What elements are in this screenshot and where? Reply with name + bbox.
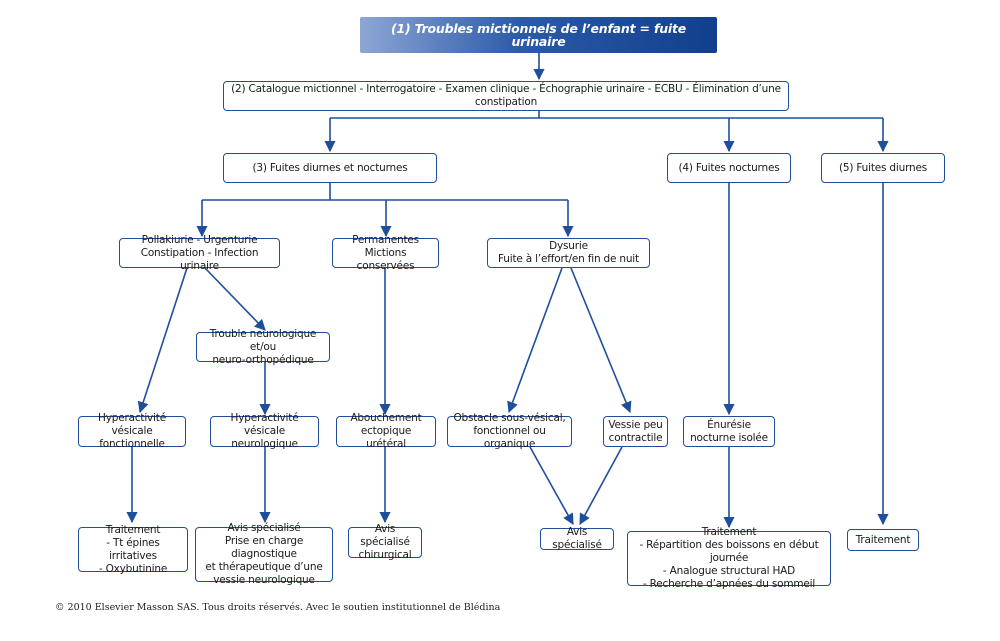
node-1-title: (1) Troubles mictionnels de l’enfant = f… [360,17,717,53]
edge-pollak-trouble [204,267,266,331]
node-vessie-peu-contractile: Vessie peu contractile [603,416,668,447]
edge-obstacle-avisspe [529,446,574,525]
node-hyperactivite-fonctionnelle: Hyperactivité vésicale fonctionnelle [78,412,186,450]
node-avis-chirurgical: Avis spécialisé chirurgical [348,523,422,561]
node-hyperactivite-neurologique: Hyperactivité vésicale neurologique [210,412,319,450]
node-enuresie: Énurésie nocturne isolée [683,416,775,447]
edge-vessie-avisspe [579,446,623,525]
node-permanentes: Permanentes Mictions conservées [332,234,439,272]
node-traitement-diurnes: Traitement [847,529,919,551]
edge-pollak-hyperfonct [137,267,188,414]
node-3-fuites-diurnes-nocturnes: (3) Fuites diurnes et nocturnes [223,153,437,183]
node-trouble-neurologique: Trouble neurologique et/ou neuro-orthopé… [196,328,330,366]
node-avis-neurologique: Avis spécialisé Prise en charge diagnost… [195,522,333,586]
edge-dysurie-vessie [570,267,632,414]
node-avis-specialise: Avis spécialisé [540,526,614,551]
node-4-fuites-nocturnes: (4) Fuites nocturnes [667,153,791,183]
edge-dysurie-obstacle [507,267,563,414]
node-pollakiurie: Pollakiurie - Urgenturie Constipation - … [119,234,280,272]
node-5-fuites-diurnes: (5) Fuites diurnes [821,153,945,183]
copyright-footer: © 2010 Elsevier Masson SAS. Tous droits … [55,602,501,613]
node-2-catalogue: (2) Catalogue mictionnel - Interrogatoir… [223,81,789,111]
node-abouchement: Abouchement ectopique urétéral [336,412,436,450]
node-obstacle: Obstacle sous-vésical, fonctionnel ou or… [447,412,572,450]
node-dysurie: Dysurie Fuite à l’effort/en fin de nuit [487,238,650,268]
node-traitement-enuresie: Traitement - Répartition des boissons en… [627,526,831,590]
node-traitement-irritatives: Traitement - Tt épines irritatives - Oxy… [78,524,188,575]
